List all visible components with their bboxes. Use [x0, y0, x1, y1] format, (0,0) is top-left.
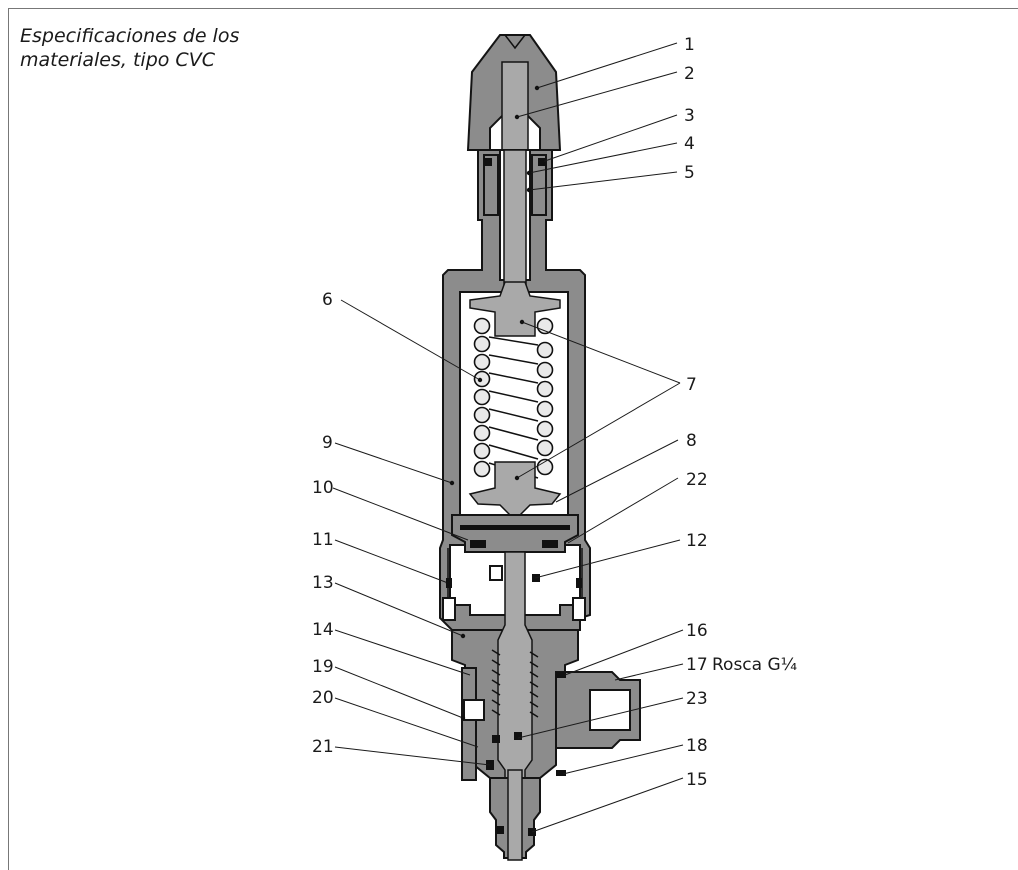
callout-10: 10: [312, 478, 334, 498]
callout-16: 16: [686, 621, 708, 641]
callout-20: 20: [312, 688, 334, 708]
callout-2: 2: [684, 64, 695, 84]
callout-23: 23: [686, 689, 708, 709]
upper-spring-plate: [469, 281, 561, 337]
stem-port-left: [489, 565, 503, 581]
diaphragm: [460, 525, 570, 530]
side-port-thread: [589, 689, 631, 731]
nozzle-stem: [507, 769, 523, 861]
caption-line-1: Especificaciones de los: [20, 25, 240, 47]
callout-numbers: 1 2 3 4 5 6 7 8 9 10 11 12 13 14 15 16 1…: [312, 35, 797, 790]
figure-caption: Especificaciones de los materiales, tipo…: [20, 24, 280, 72]
callout-7: 7: [686, 375, 697, 395]
callout-13: 13: [312, 573, 334, 593]
lower-spring-plate: [468, 461, 562, 522]
port-seal-16: [556, 672, 566, 678]
caption-line-2: materiales, tipo CVC: [20, 49, 215, 71]
callout-18: 18: [686, 736, 708, 756]
lock-nut-left: [483, 154, 499, 216]
leader-dots: [445, 85, 545, 721]
frame-left-border: [8, 8, 9, 870]
thread-label: Rosca G¼: [712, 655, 797, 675]
callout-8: 8: [686, 431, 697, 451]
callout-11: 11: [312, 530, 334, 550]
o-ring-20: [492, 735, 500, 743]
callout-19: 19: [312, 657, 334, 677]
callout-9: 9: [322, 433, 333, 453]
callout-22: 22: [686, 470, 708, 490]
cap-tip: [504, 34, 526, 50]
diaphragm-seal-left: [470, 540, 486, 548]
callout-1: 1: [684, 35, 695, 55]
callout-6: 6: [322, 290, 333, 310]
leader-lines: [332, 42, 684, 833]
callout-17: 17: [686, 655, 708, 675]
callout-3: 3: [684, 106, 695, 126]
frame-top-border: [8, 8, 1018, 9]
callout-12: 12: [686, 531, 708, 551]
outlet-port-left: [463, 699, 485, 721]
callout-15: 15: [686, 770, 708, 790]
callout-4: 4: [684, 134, 695, 154]
callout-21: 21: [312, 737, 334, 757]
o-ring-23: [514, 732, 522, 740]
screw-shaft: [503, 149, 527, 286]
o-ring-15b: [496, 826, 504, 834]
callout-5: 5: [684, 163, 695, 183]
vent-right: [572, 597, 586, 621]
housing-wall-left: [461, 667, 477, 781]
callout-14: 14: [312, 620, 334, 640]
vent-left: [442, 597, 456, 621]
port-seal-18: [556, 770, 566, 776]
valve-body: [439, 34, 641, 861]
diaphragm-seal-right: [542, 540, 558, 548]
stem-spring: [491, 649, 539, 718]
seal-ring-left: [484, 158, 492, 166]
o-ring-right: [576, 578, 582, 588]
